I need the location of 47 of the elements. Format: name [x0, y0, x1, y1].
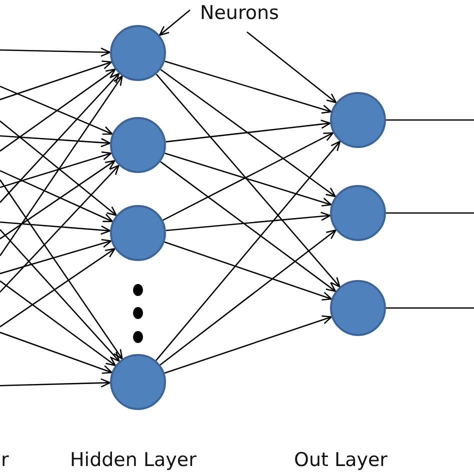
arrow — [164, 152, 332, 207]
arrow — [0, 135, 111, 148]
arrow — [0, 75, 123, 256]
output-line — [386, 307, 474, 309]
arrow — [0, 229, 120, 362]
arrow — [0, 179, 123, 360]
leader-arrow — [158, 10, 190, 36]
arrow — [0, 68, 116, 152]
arrow — [0, 120, 117, 216]
arrow — [0, 238, 112, 274]
arrow — [0, 248, 116, 328]
neuron-circle — [110, 205, 166, 261]
arrow — [164, 315, 332, 374]
neuron-circle — [110, 117, 166, 173]
arrow — [0, 48, 111, 57]
arrow — [0, 164, 120, 293]
arrow — [160, 68, 336, 198]
leader-arrow — [246, 32, 337, 104]
arrow — [0, 332, 112, 374]
arrow — [0, 170, 114, 222]
arrow — [0, 280, 116, 366]
arrow — [166, 212, 331, 232]
output-line — [386, 119, 474, 121]
arrow — [164, 241, 332, 301]
arrow — [0, 151, 112, 188]
callout-text: Neurons — [200, 1, 279, 25]
neuron-circle — [110, 25, 166, 81]
arrow — [0, 60, 112, 100]
arrow — [160, 229, 336, 366]
layer-label: Out Layer — [294, 448, 388, 472]
arrow — [166, 120, 331, 142]
layer-label: Hidden Layer — [70, 448, 196, 472]
neuron-circle — [330, 92, 386, 148]
arrow — [0, 160, 116, 240]
arrow — [0, 378, 111, 388]
output-line — [386, 212, 474, 214]
arrow — [156, 140, 341, 362]
layer-label: r — [1, 448, 9, 472]
arrow — [160, 161, 336, 292]
neuron-circle — [110, 354, 166, 410]
arrow — [164, 60, 332, 114]
arrow — [162, 132, 334, 221]
neuron-circle — [330, 185, 386, 241]
arrow — [156, 74, 340, 288]
arrow — [0, 86, 113, 135]
arrow — [0, 72, 120, 203]
arrow — [0, 221, 111, 235]
